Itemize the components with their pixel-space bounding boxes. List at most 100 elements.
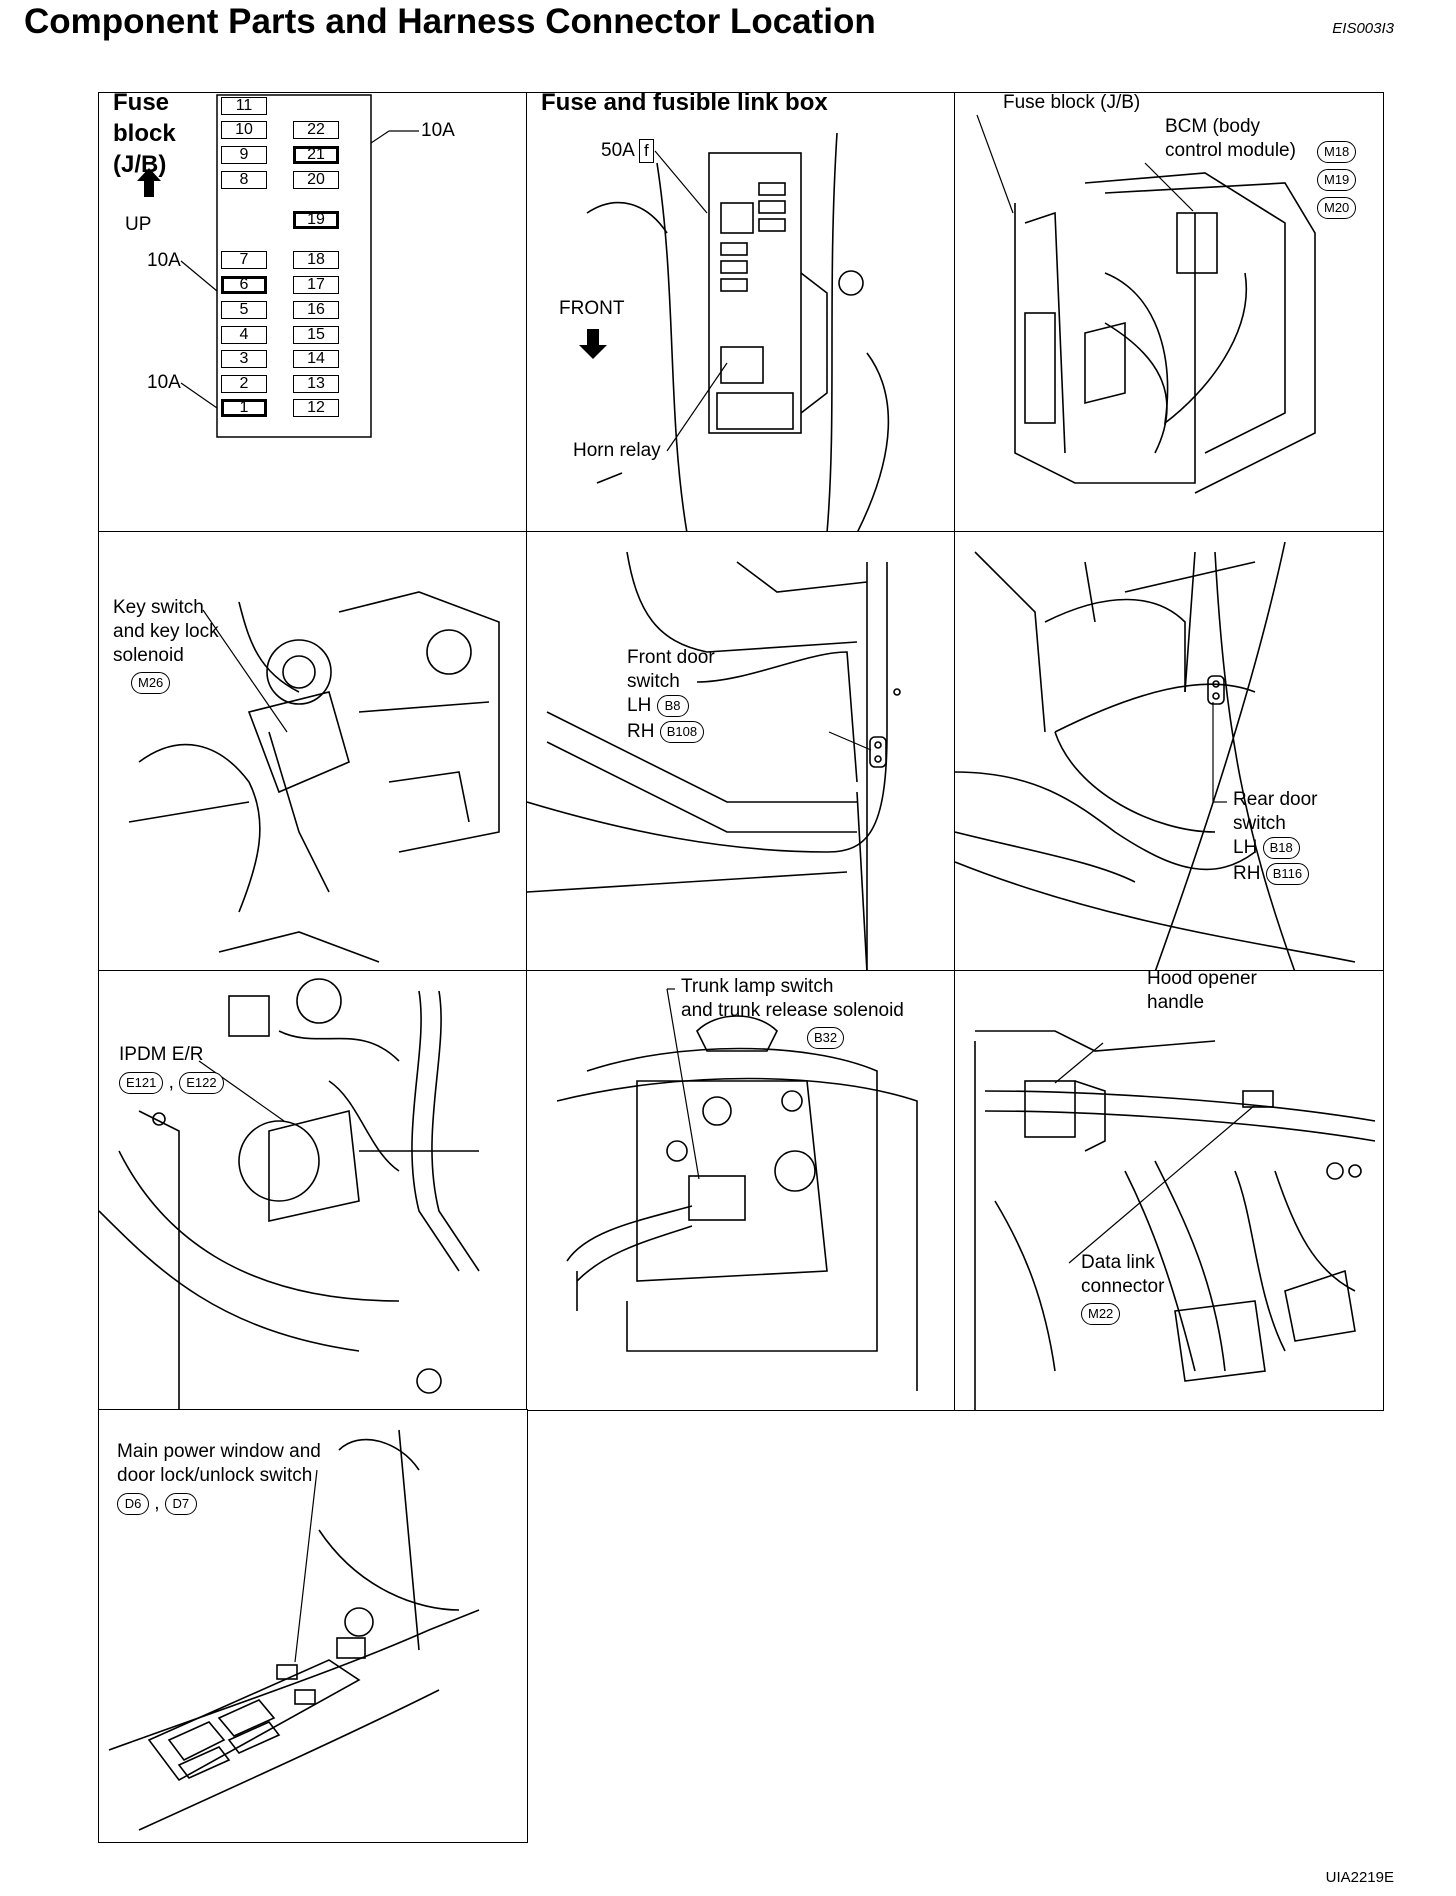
- key-switch-panel: Key switch and key lock solenoid M26: [98, 531, 528, 972]
- fuse-block-title: Fuse block (J/B): [113, 92, 176, 178]
- bcm-drawing: [976, 114, 1316, 494]
- diagram-grid: Fuse block (J/B) UP 10A 10A 10A 11 10 9 …: [98, 92, 1384, 1843]
- up-label: UP: [125, 214, 152, 235]
- fuse-slot: 5: [221, 301, 267, 319]
- fuse-slot: 17: [293, 276, 339, 294]
- bcm-panel: Fuse block (J/B) BCM (body control modul…: [954, 92, 1384, 533]
- rear-door-line2: switch: [1233, 813, 1286, 834]
- front-door-line1: Front door: [627, 647, 715, 668]
- connector-badge: B116: [1265, 862, 1310, 885]
- fuse-slot: 20: [293, 171, 339, 189]
- trunk-drawing: [556, 988, 918, 1391]
- fuse-slot: 6: [221, 276, 267, 294]
- fusible-link-panel: Fuse and fusible link box 50A f FRONT Ho…: [526, 92, 956, 533]
- connector-badge: E122: [179, 1071, 224, 1094]
- power-window-line1: Main power window and: [117, 1441, 321, 1462]
- key-switch-drawing: [128, 591, 500, 963]
- fuse-callout-10a: 10A: [147, 250, 181, 271]
- rear-door-rh: RH B116: [1233, 862, 1310, 886]
- ipdm-label: IPDM E/R: [119, 1044, 204, 1065]
- connector-badge: M20: [1317, 197, 1357, 219]
- lh-label: LH: [627, 695, 652, 716]
- front-door-rh: RH B108: [627, 720, 705, 744]
- connector-badge: D6: [117, 1492, 149, 1515]
- fuse-slot: 22: [293, 121, 339, 139]
- power-window-drawing: [108, 1429, 480, 1831]
- connector-badge: B108: [659, 720, 705, 743]
- front-door-panel: Front door switch LH B8 RH B108: [526, 531, 956, 972]
- rear-door-lh: LH B18: [1233, 836, 1300, 860]
- trunk-line1: Trunk lamp switch: [681, 976, 834, 997]
- connector-badge: D7: [164, 1492, 197, 1515]
- rh-label: RH: [1233, 863, 1261, 884]
- dlc-line1: Data link: [1081, 1252, 1155, 1273]
- key-switch-line2: and key lock: [113, 621, 219, 642]
- fuse-slot: 1: [221, 399, 267, 417]
- fuse-amp-label: 50A: [601, 140, 634, 161]
- front-door-drawing: [527, 551, 901, 971]
- connector-badge: B18: [1262, 836, 1300, 859]
- front-door-lh: LH B8: [627, 694, 689, 718]
- page-title: Component Parts and Harness Connector Lo…: [24, 2, 876, 41]
- hood-opener-line1: Hood opener: [1147, 970, 1257, 989]
- fuse-slot: 9: [221, 146, 267, 164]
- rear-door-line1: Rear door: [1233, 789, 1318, 810]
- hood-dlc-panel: Hood opener handle Data link connector M…: [954, 970, 1384, 1411]
- trunk-line2: and trunk release solenoid: [681, 1000, 904, 1021]
- front-label: FRONT: [559, 298, 625, 319]
- fusible-link-50a: 50A f: [601, 139, 654, 163]
- power-window-panel: Main power window and door lock/unlock s…: [98, 1409, 528, 1843]
- fuse-slot: 12: [293, 399, 339, 417]
- trunk-panel: Trunk lamp switch and trunk release sole…: [526, 970, 956, 1411]
- rear-door-drawing: [955, 541, 1356, 971]
- bcm-label-line1: BCM (body: [1165, 116, 1261, 137]
- fuse-slot: 18: [293, 251, 339, 269]
- connector-badge: M19: [1317, 169, 1357, 191]
- key-switch-line3: solenoid: [113, 645, 184, 666]
- rear-door-panel: Rear door switch LH B18 RH B116: [954, 531, 1384, 972]
- fuse-slot: 15: [293, 326, 339, 344]
- fuse-slot: 2: [221, 375, 267, 393]
- ipdm-drawing: [99, 978, 480, 1410]
- ipdm-panel: IPDM E/R E121 , E122: [98, 970, 528, 1411]
- fuse-callout-10a: 10A: [147, 372, 181, 393]
- rh-label: RH: [627, 721, 655, 742]
- connector-badge: E121: [119, 1071, 164, 1094]
- document-code: EIS003I3: [1332, 20, 1394, 37]
- fuse-slot: 14: [293, 350, 339, 368]
- fuse-letter-box: f: [639, 139, 654, 163]
- bcm-fuse-block-label: Fuse block (J/B): [1003, 92, 1141, 113]
- fuse-slot: 7: [221, 251, 267, 269]
- ipdm-connectors: E121 , E122: [119, 1071, 224, 1095]
- power-window-line2: door lock/unlock switch: [117, 1465, 313, 1486]
- connector-badge: B32: [807, 1027, 845, 1049]
- figure-code: UIA2219E: [1325, 1869, 1394, 1886]
- connector-badge: B8: [656, 694, 689, 717]
- connector-badge: M26: [131, 672, 171, 694]
- front-door-line2: switch: [627, 671, 680, 692]
- fuse-slot: 3: [221, 350, 267, 368]
- fuse-slot: 19: [293, 211, 339, 229]
- hood-opener-line2: handle: [1147, 992, 1205, 1013]
- fuse-slot: 11: [221, 97, 267, 115]
- fusible-link-drawing: [579, 132, 890, 532]
- fuse-slot: 4: [221, 326, 267, 344]
- connector-badge: M22: [1081, 1303, 1121, 1325]
- fuse-callout-10a: 10A: [421, 120, 455, 141]
- fusible-link-title: Fuse and fusible link box: [541, 92, 828, 116]
- horn-relay-label: Horn relay: [573, 440, 661, 461]
- hood-dlc-drawing: [974, 1030, 1376, 1410]
- connector-badge: M18: [1317, 141, 1357, 163]
- dlc-line2: connector: [1081, 1276, 1165, 1297]
- fuse-slot: 16: [293, 301, 339, 319]
- fuse-slot: 13: [293, 375, 339, 393]
- key-switch-line1: Key switch: [113, 597, 204, 618]
- lh-label: LH: [1233, 837, 1258, 858]
- fuse-slot: 21: [293, 146, 339, 164]
- fuse-block-panel: Fuse block (J/B) UP 10A 10A 10A 11 10 9 …: [98, 92, 528, 533]
- fuse-block-drawing: [137, 94, 419, 438]
- fuse-slot: 8: [221, 171, 267, 189]
- fuse-slot: 10: [221, 121, 267, 139]
- power-window-connectors: D6 , D7: [117, 1492, 197, 1516]
- bcm-label-line2: control module): [1165, 140, 1296, 161]
